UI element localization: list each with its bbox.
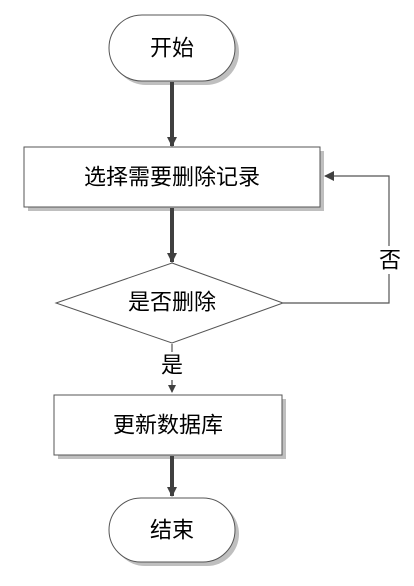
start-node-shape bbox=[108, 14, 236, 82]
update-database-node: 更新数据库 bbox=[53, 394, 286, 459]
decision-node-label: 是否删除 bbox=[128, 291, 216, 316]
no-branch-label: 否 bbox=[379, 249, 401, 274]
end-node-shape bbox=[108, 497, 236, 563]
no-label-background bbox=[377, 246, 403, 274]
decision-node: 是否删除 bbox=[54, 262, 285, 344]
end-node-label: 结束 bbox=[150, 519, 194, 544]
end-node: 结束 bbox=[108, 497, 239, 566]
update-database-node-shape bbox=[53, 394, 283, 456]
start-node: 开始 bbox=[108, 14, 239, 85]
decision-node-shape bbox=[54, 262, 285, 344]
select-record-node-label: 选择需要删除记录 bbox=[84, 166, 260, 191]
no-branch-connector bbox=[283, 171, 390, 304]
select-record-node: 选择需要删除记录 bbox=[23, 146, 324, 211]
start-node-label: 开始 bbox=[150, 37, 194, 62]
select-record-node-shape bbox=[23, 146, 321, 208]
update-database-node-label: 更新数据库 bbox=[113, 414, 223, 439]
yes-branch-label: 是 bbox=[161, 354, 183, 379]
